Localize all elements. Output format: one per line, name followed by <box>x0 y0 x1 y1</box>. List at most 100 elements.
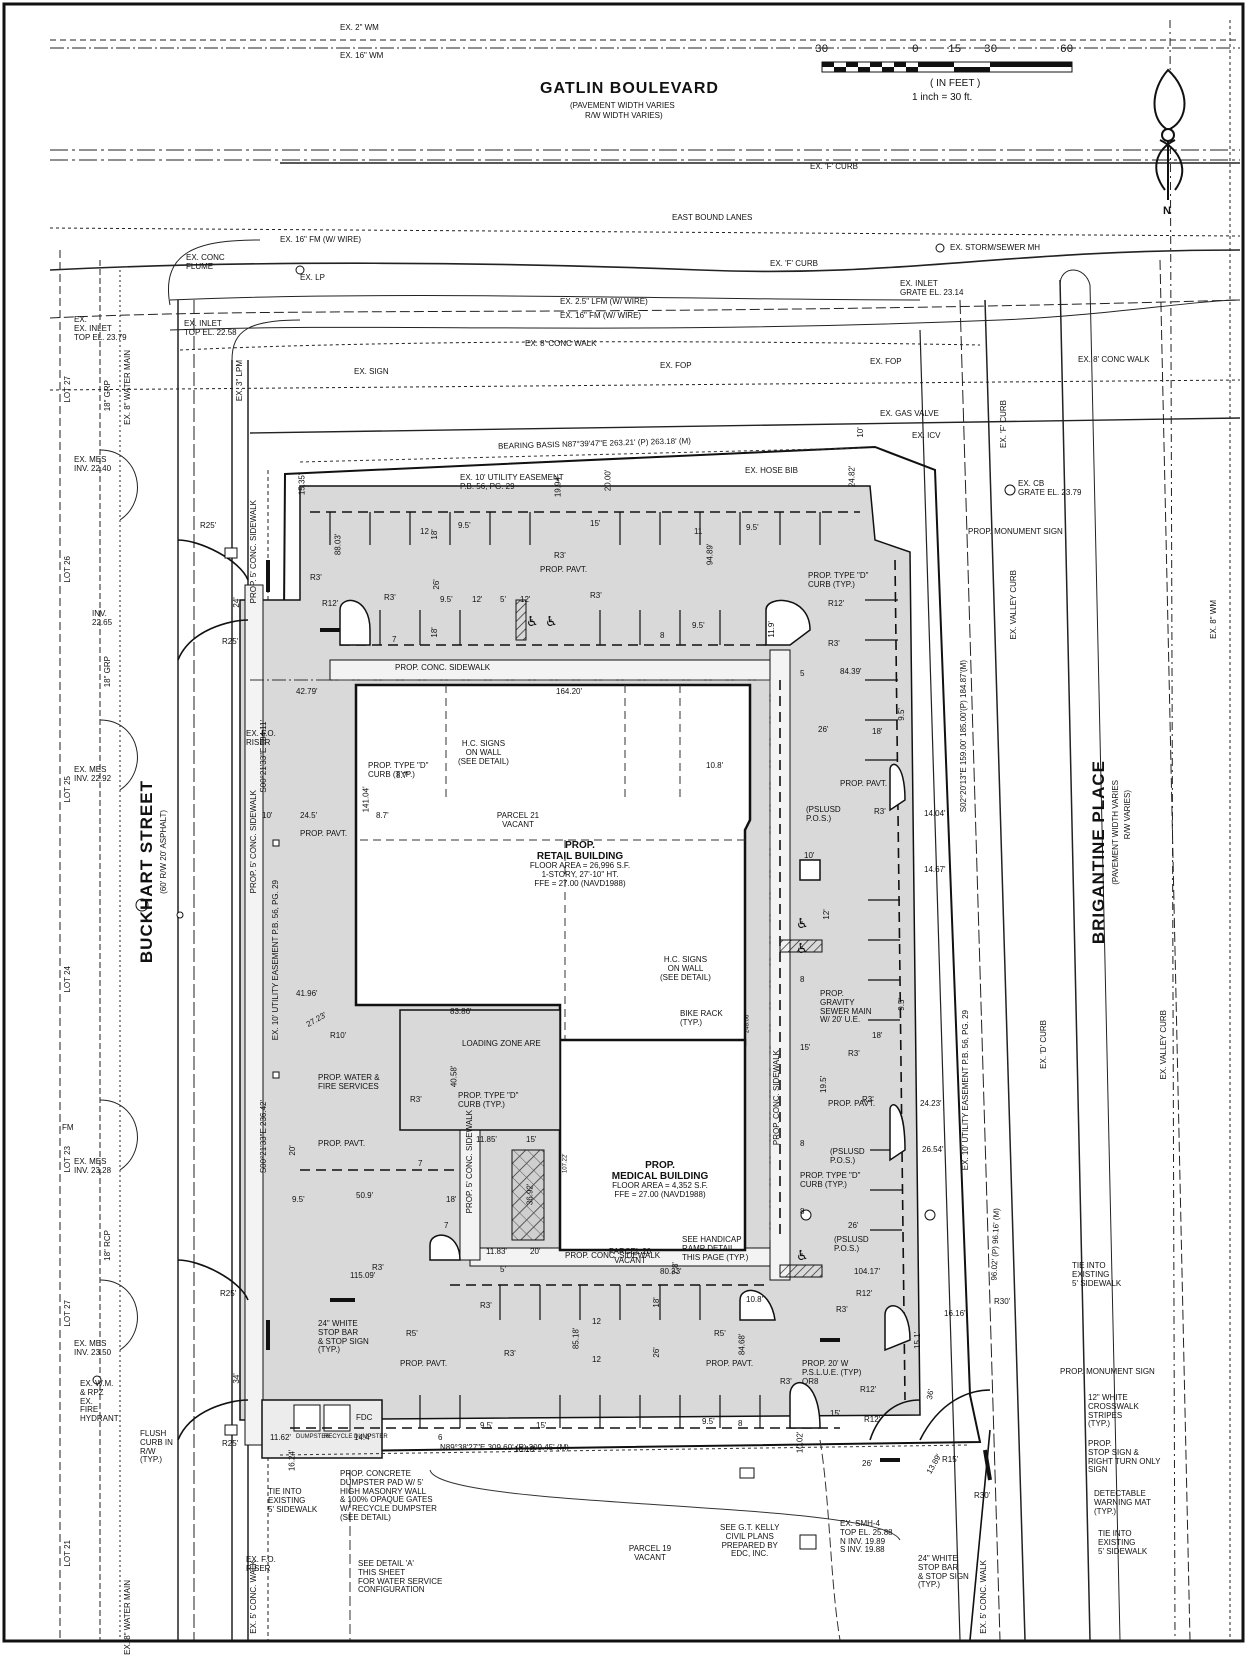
ex-8-conc: EX. 8' CONC WALK <box>525 339 597 348</box>
fm-w: FM <box>62 1123 74 1132</box>
monument-sign-2: PROP. MONUMENT SIGN <box>1060 1367 1155 1376</box>
dim-10a: 10' <box>855 427 865 438</box>
dim-34: 34' <box>231 1373 241 1384</box>
ex-storm: EX. STORM/SEWER MH <box>950 243 1041 252</box>
dim-26-54: 26.54' <box>922 1145 944 1154</box>
ex-riser-1: EX. F.O.RISER <box>246 729 276 747</box>
parking-stall-ticks <box>329 512 902 1428</box>
r5-1: R5' <box>406 1329 418 1338</box>
curb-d-3: PROP. TYPE "D"CURB (TYP.) <box>458 1091 519 1109</box>
stall-count-13: 8 <box>800 1139 805 1148</box>
landscape-islands <box>339 599 911 1429</box>
pavt-3: PROP. PAVT. <box>318 1139 366 1148</box>
dim-84-39: 84.39' <box>840 667 862 676</box>
stall-count-12: 8 <box>800 975 805 984</box>
scale-unit: ( IN FEET ) <box>930 78 981 89</box>
stall-count-8: 8 <box>738 1419 743 1428</box>
svg-text:♿: ♿ <box>796 1248 809 1264</box>
dim-50-9: 50.9' <box>356 1191 374 1200</box>
ex-riser-2: EX. F.O.RISER <box>246 1555 276 1573</box>
stall-count-1: 12 <box>420 527 429 536</box>
ex-easement-w: EX. 10' UTILITY EASEMENT P.B. 56, PG. 29 <box>271 880 280 1041</box>
dim-10b: 10' <box>262 811 273 820</box>
stall-count-10: 7 <box>444 1221 449 1230</box>
sidewalks <box>244 584 791 1446</box>
r3-5: R3' <box>828 639 840 648</box>
grp-1: 18" GRP <box>103 380 112 412</box>
r3-4: R3' <box>590 591 602 600</box>
hc-aisle-3 <box>779 1264 823 1278</box>
r5-2: R5' <box>714 1329 726 1338</box>
dim-14-04: 14.04' <box>924 809 946 818</box>
dim-14-67: 14.67' <box>924 865 946 874</box>
dim-24-82: 24.82' <box>847 465 857 488</box>
dim-8-7: 8.7' <box>376 811 389 820</box>
svg-text:♿: ♿ <box>526 614 539 630</box>
ex-valley-e2: EX. VALLEY CURB <box>1009 570 1018 640</box>
r3-6: R3' <box>874 807 886 816</box>
ex-wm-e: EX. 8" WM <box>1209 600 1218 639</box>
ex-hose: EX. HOSE BIB <box>745 466 798 475</box>
ex-valley-e: EX. VALLEY CURB <box>1159 1010 1168 1080</box>
scale-ratio: 1 inch = 30 ft. <box>912 92 973 103</box>
curb-d-2: PROP. TYPE "D"CURB (TYP.) <box>808 571 869 589</box>
sidewalk-mid: PROP. 5' CONC. SIDEWALK <box>465 1110 474 1214</box>
dim-9-5i: 9.5' <box>896 998 906 1011</box>
dim-18c: 18' <box>446 1195 457 1204</box>
grp-3: 18" RCP <box>103 1230 112 1261</box>
retail-building-internal-lines <box>360 685 745 1040</box>
bearing-west2: S00°21'33"E 236.42' <box>259 1100 268 1174</box>
retail-l2: RETAIL BUILDING <box>536 851 624 862</box>
bearing-south: N89°38'27"E 309.60' (P) 309.45' (M) <box>440 1443 569 1452</box>
dim-14-4: 14.4' <box>354 1433 372 1442</box>
pavt-5: PROP. PAVT. <box>706 1359 754 1368</box>
dumpster-2 <box>323 1404 351 1432</box>
ex-inv: INV.22.65 <box>92 609 113 627</box>
misc-symbols <box>92 243 1016 1550</box>
dim-16-24: 16.24' <box>287 1449 297 1472</box>
stop-bars <box>266 560 992 1481</box>
fdc-label: FDC <box>356 1413 373 1422</box>
medical-l1: PROP. <box>645 1160 675 1171</box>
dim-84-68: 84.68' <box>737 1333 747 1356</box>
loading-zone-label: LOADING ZONE ARE <box>462 1039 541 1048</box>
ex-fcurb-n: EX. 'F' CURB <box>810 162 858 171</box>
street-brigantine-note1: (PAVEMENT WIDTH VARIES <box>1111 780 1120 885</box>
lot-24: LOT 24 <box>63 966 72 993</box>
dim-83-86: 83.86' <box>450 1007 472 1016</box>
dim-18f: 18' <box>872 1031 883 1040</box>
dim-24: 24' <box>231 597 241 608</box>
lot-26: LOT 26 <box>63 556 72 583</box>
dim-9-5d: 9.5' <box>692 621 705 630</box>
r30-1: R30' <box>994 1297 1011 1306</box>
loading-zone <box>399 1009 561 1131</box>
dim-9-5a: 9.5' <box>458 521 471 530</box>
r25-4: R25' <box>222 1439 239 1448</box>
r3-8: R3' <box>862 1095 874 1104</box>
dim-41-96: 41.96' <box>296 989 318 998</box>
ex-lfm: EX. 2.5" LFM (W/ WIRE) <box>560 297 648 306</box>
dim-248-06: 248.06' <box>744 1013 751 1034</box>
hc-aisle-1 <box>515 599 527 641</box>
scale-tick-60: 60 <box>1060 44 1074 56</box>
ex-fop-2: EX. FOP <box>870 357 902 366</box>
medical-l4: FFE = 27.00 (NAVD1988) <box>614 1189 706 1199</box>
north-arrow-icon <box>1153 68 1186 200</box>
east-bound-lanes: EAST BOUND LANES <box>672 213 753 222</box>
pavt-6: PROP. PAVT. <box>840 779 888 788</box>
ex-d-curb: EX. 'D' CURB <box>1039 1020 1048 1069</box>
brigantine-place-lines <box>919 19 1231 1641</box>
